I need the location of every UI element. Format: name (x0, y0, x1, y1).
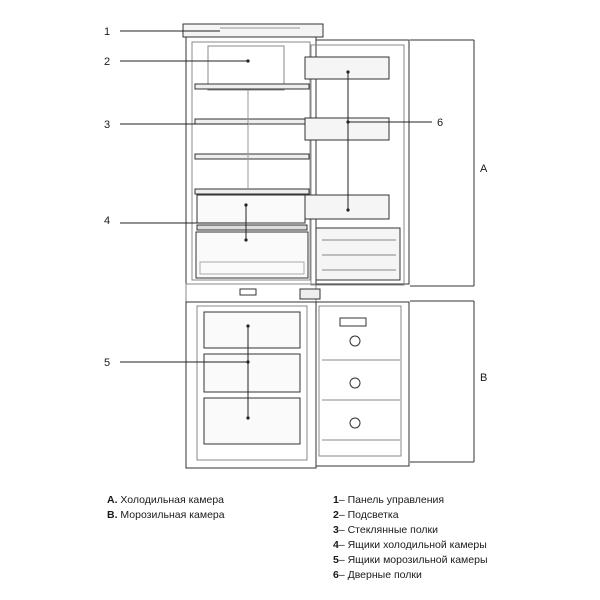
legend-item-4: 4– Ящики холодильной камеры (333, 539, 487, 551)
freezer-drawers (203, 311, 301, 445)
legend-item-5: 5– Ящики морозильной камеры (333, 554, 488, 566)
callout-3: 3 (104, 119, 110, 131)
freezer-compartment (185, 301, 317, 469)
legend-item-a: A. Холодильная камера (107, 494, 225, 506)
callout-4: 4 (104, 215, 110, 227)
fridge-compartment (182, 23, 324, 285)
legend-item-1: 1– Панель управления (333, 494, 445, 506)
legend-item-6: 6– Дверные полки (333, 569, 422, 581)
legend-item-b: B. Морозильная камера (107, 509, 225, 521)
legend-item-3: 3– Стеклянные полки (333, 524, 439, 536)
callout-1: 1 (104, 26, 110, 38)
door-shelves (304, 56, 390, 220)
fridge-door (304, 39, 410, 286)
freezer-door (315, 301, 410, 467)
dimension-label-b: B (480, 372, 487, 384)
callout-5: 5 (104, 357, 110, 369)
dimension-brackets (410, 39, 475, 463)
fridge-drawers (195, 194, 309, 279)
dimension-label-a: A (480, 163, 488, 175)
legend-parts: 1– Панель управления 2– Подсветка 3– Сте… (333, 493, 488, 583)
glass-shelves (194, 83, 310, 195)
legend-compartments: A. Холодильная камера B. Морозильная кам… (107, 493, 225, 523)
callout-6: 6 (437, 117, 443, 129)
legend-item-2: 2– Подсветка (333, 509, 399, 521)
callout-2: 2 (104, 56, 110, 68)
callout-lines (120, 30, 432, 418)
